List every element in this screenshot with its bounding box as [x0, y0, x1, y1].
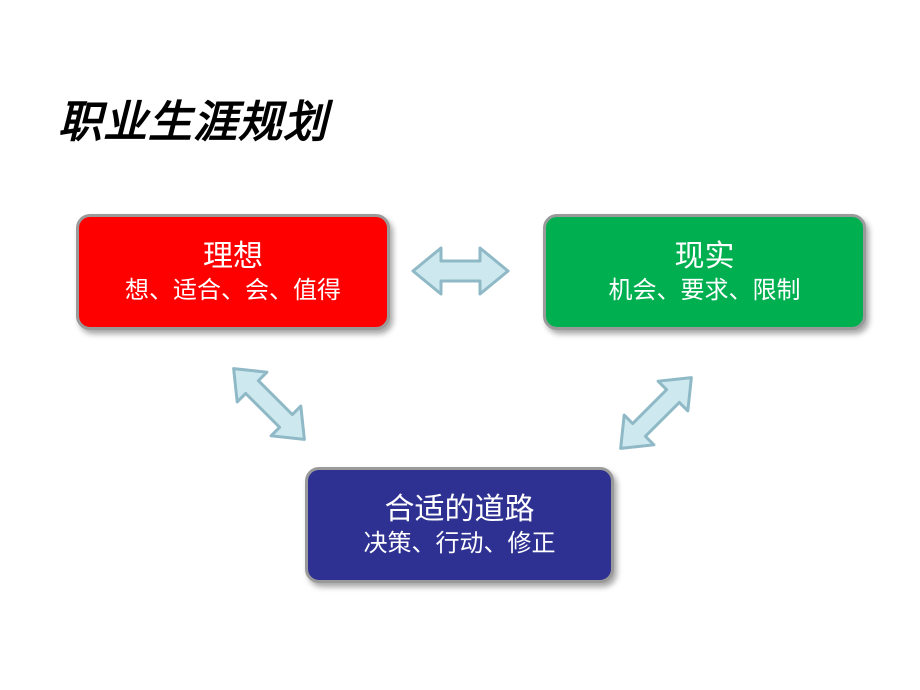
- double-arrow-icon: [619, 376, 693, 450]
- ideal-title: 理想: [203, 238, 263, 274]
- reality-title: 现实: [674, 238, 735, 274]
- path-box: 合适的道路 决策、行动、修正: [305, 467, 614, 583]
- path-title: 合适的道路: [384, 491, 535, 527]
- double-arrow-icon: [411, 246, 510, 296]
- page-title: 职业生涯规划: [58, 97, 328, 148]
- ideal-subtitle: 想、适合、会、值得: [125, 276, 341, 305]
- path-subtitle: 决策、行动、修正: [363, 529, 556, 558]
- reality-subtitle: 机会、要求、限制: [608, 276, 801, 305]
- double-arrow-icon: [232, 367, 306, 441]
- ideal-box: 理想 想、适合、会、值得: [76, 214, 390, 330]
- reality-box: 现实 机会、要求、限制: [543, 214, 866, 330]
